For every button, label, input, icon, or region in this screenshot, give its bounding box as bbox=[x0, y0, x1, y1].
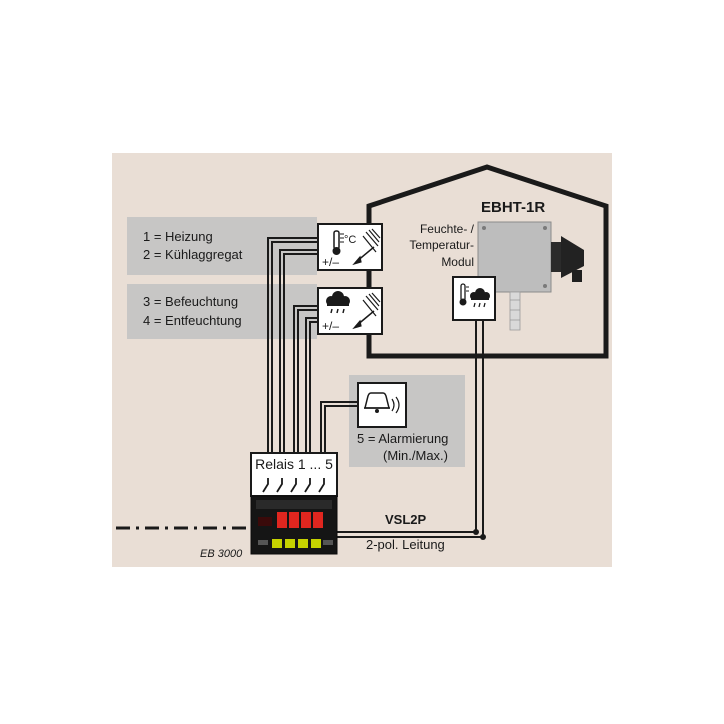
sensor-label-line2: Temperatur- bbox=[409, 238, 474, 252]
relays-label: Relais 1 ... 5 bbox=[255, 456, 333, 472]
label-humidify: 3 = Befeuchtung bbox=[143, 294, 238, 309]
thermostat-actuator-box: °C +/– bbox=[317, 223, 383, 271]
thermometer-icon bbox=[459, 283, 469, 306]
label-box-heating-cooling bbox=[127, 217, 317, 275]
label-cooling: 2 = Kühlaggregat bbox=[143, 247, 243, 262]
thermometer-icon bbox=[332, 230, 344, 255]
bell-icon bbox=[364, 392, 400, 414]
rain-cloud-icon bbox=[326, 291, 350, 314]
alarm-box bbox=[357, 382, 407, 428]
sensor-model-title: EBHT-1R bbox=[481, 199, 545, 216]
celsius-symbol: °C bbox=[344, 234, 356, 246]
relay-switch-symbols bbox=[262, 478, 325, 493]
plusminus-symbol: +/– bbox=[322, 319, 339, 333]
display-digits bbox=[258, 512, 323, 528]
cable-description: 2-pol. Leitung bbox=[366, 537, 445, 552]
cable-name: VSL2P bbox=[385, 512, 427, 527]
rain-cloud-icon bbox=[470, 288, 490, 308]
sensor-label-line1: Feuchte- / bbox=[420, 222, 475, 236]
control-buttons bbox=[272, 539, 321, 548]
junction-dot bbox=[480, 534, 486, 540]
label-alarm-range: (Min./Max.) bbox=[383, 448, 448, 463]
adjust-knob-icon bbox=[352, 292, 381, 330]
plusminus-symbol: +/– bbox=[322, 255, 339, 269]
label-dehumidify: 4 = Entfeuchtung bbox=[143, 313, 242, 328]
adjust-knob-icon bbox=[352, 228, 381, 266]
label-box-humidity bbox=[127, 284, 317, 339]
controller-device bbox=[250, 495, 338, 555]
humidity-actuator-box: +/– bbox=[317, 287, 383, 335]
sensor-symbol-box bbox=[452, 276, 496, 321]
sensor-label-line3: Modul bbox=[441, 255, 474, 269]
label-alarm: 5 = Alarmierung bbox=[357, 431, 448, 446]
label-heating: 1 = Heizung bbox=[143, 229, 213, 244]
junction-dot bbox=[473, 529, 479, 535]
controller-model-label: EB 3000 bbox=[200, 548, 243, 560]
